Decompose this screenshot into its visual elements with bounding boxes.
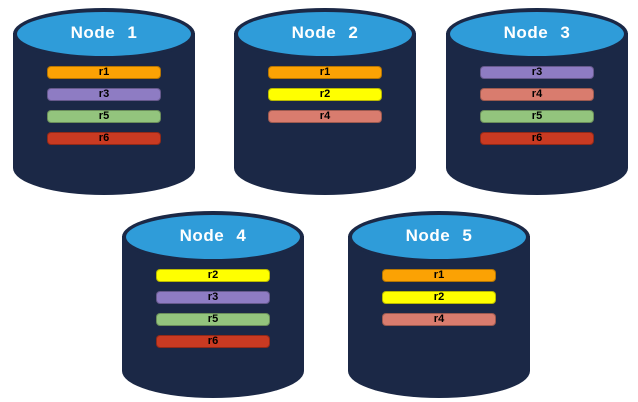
replica-bar-r5: r5 (156, 313, 270, 326)
replica-bar-r4: r4 (480, 88, 594, 101)
replica-bar-r3: r3 (480, 66, 594, 79)
replica-bar-r3: r3 (47, 88, 161, 101)
cylinder-top-ellipse: Node 3 (446, 8, 628, 60)
replica-bar-r1: r1 (47, 66, 161, 79)
replica-list: r1 r2 r4 (234, 66, 416, 123)
database-node-4: Node 4 r2 r3 r5 r6 (122, 211, 304, 398)
replica-list: r2 r3 r5 r6 (122, 269, 304, 348)
replica-bar-r1: r1 (268, 66, 382, 79)
replica-bar-r2: r2 (382, 291, 496, 304)
replica-list: r1 r3 r5 r6 (13, 66, 195, 145)
replica-bar-r1: r1 (382, 269, 496, 282)
node-title: Node 3 (503, 23, 571, 42)
replica-bar-r3: r3 (156, 291, 270, 304)
node-title: Node 1 (70, 23, 138, 42)
replica-list: r3 r4 r5 r6 (446, 66, 628, 145)
database-node-5: Node 5 r1 r2 r4 (348, 211, 530, 398)
replica-bar-r5: r5 (47, 110, 161, 123)
replica-bar-r2: r2 (268, 88, 382, 101)
replica-bar-r6: r6 (480, 132, 594, 145)
database-node-3: Node 3 r3 r4 r5 r6 (446, 8, 628, 195)
cylinder-top-ellipse: Node 4 (122, 211, 304, 263)
cylinder-top-ellipse: Node 2 (234, 8, 416, 60)
cylinder-top-ellipse: Node 1 (13, 8, 195, 60)
database-node-1: Node 1 r1 r3 r5 r6 (13, 8, 195, 195)
node-title: Node 4 (179, 226, 247, 245)
replica-bar-r6: r6 (156, 335, 270, 348)
replica-bar-r5: r5 (480, 110, 594, 123)
cylinder-top-ellipse: Node 5 (348, 211, 530, 263)
node-title: Node 2 (291, 23, 359, 42)
replica-bar-r4: r4 (382, 313, 496, 326)
replica-bar-r2: r2 (156, 269, 270, 282)
replica-bar-r6: r6 (47, 132, 161, 145)
node-title: Node 5 (405, 226, 473, 245)
database-node-2: Node 2 r1 r2 r4 (234, 8, 416, 195)
replica-bar-r4: r4 (268, 110, 382, 123)
replica-list: r1 r2 r4 (348, 269, 530, 326)
